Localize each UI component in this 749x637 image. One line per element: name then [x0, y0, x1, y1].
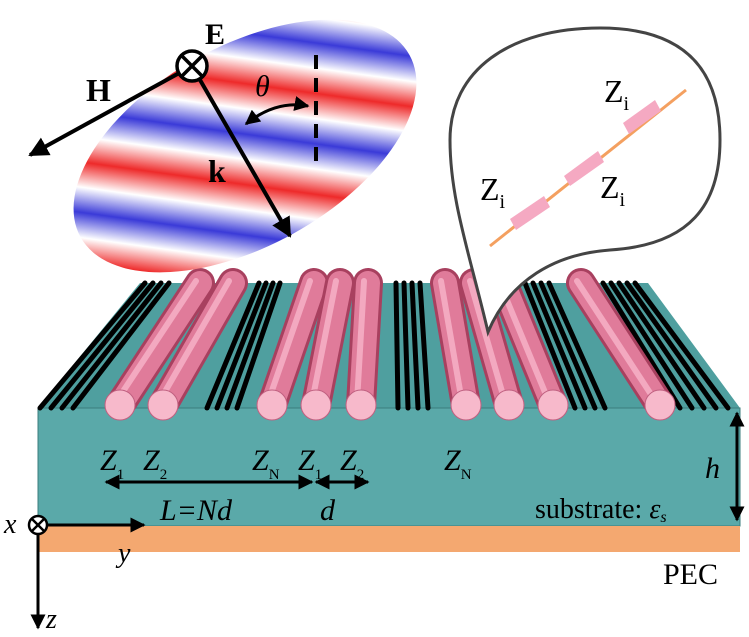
wire-9	[566, 268, 676, 421]
wire-2	[147, 268, 248, 421]
strip-group-1	[37, 280, 172, 411]
x-axis-label: x	[3, 509, 17, 540]
strip-group-4	[522, 280, 608, 411]
wire-3	[256, 268, 329, 421]
theta-arc	[244, 96, 310, 126]
strip-group-2	[204, 280, 283, 411]
h-field-arrow	[28, 64, 193, 157]
thickness-label: h	[705, 452, 720, 485]
inset-load-3	[623, 100, 661, 134]
zoom-callout: Zi Zi Zi	[448, 26, 722, 337]
pec-label: PEC	[663, 558, 718, 591]
x-axis-into-page-icon	[27, 514, 49, 536]
wire-4	[300, 268, 355, 421]
wire-5	[345, 268, 383, 421]
inset-impedance-label-2: Zi	[600, 169, 626, 211]
h-field-label: H	[86, 72, 111, 108]
inset-load-2	[564, 151, 604, 186]
spacing-label: d	[320, 494, 336, 527]
z-axis-label: z	[45, 604, 57, 635]
y-axis-label: y	[115, 538, 131, 569]
strip-group-5	[600, 280, 731, 411]
e-field-label: E	[205, 18, 225, 51]
loaded-wires	[104, 268, 676, 421]
inset-impedance-label-3: Zi	[604, 73, 630, 115]
theta-label: θ	[255, 70, 270, 103]
metal-strips	[37, 280, 731, 411]
e-field-into-page-icon	[175, 49, 209, 83]
wire-1	[104, 268, 215, 421]
k-vector-arrow	[190, 65, 292, 238]
plane-wave: E H k θ	[28, 18, 417, 273]
wire-label-zn-b: ZN	[444, 444, 472, 483]
wire-6	[430, 268, 482, 421]
strip-group-3	[393, 280, 431, 411]
coordinate-axes: x y z	[3, 509, 146, 635]
period-label: L=Nd	[159, 494, 233, 527]
inset-impedance-label-1: Zi	[480, 171, 506, 213]
inset-load-1	[510, 196, 550, 230]
pec-ground-plane	[38, 526, 740, 552]
substrate-label: substrate: εs	[535, 494, 667, 526]
dimension-arrows	[104, 411, 745, 522]
k-vector-label: k	[208, 153, 226, 189]
